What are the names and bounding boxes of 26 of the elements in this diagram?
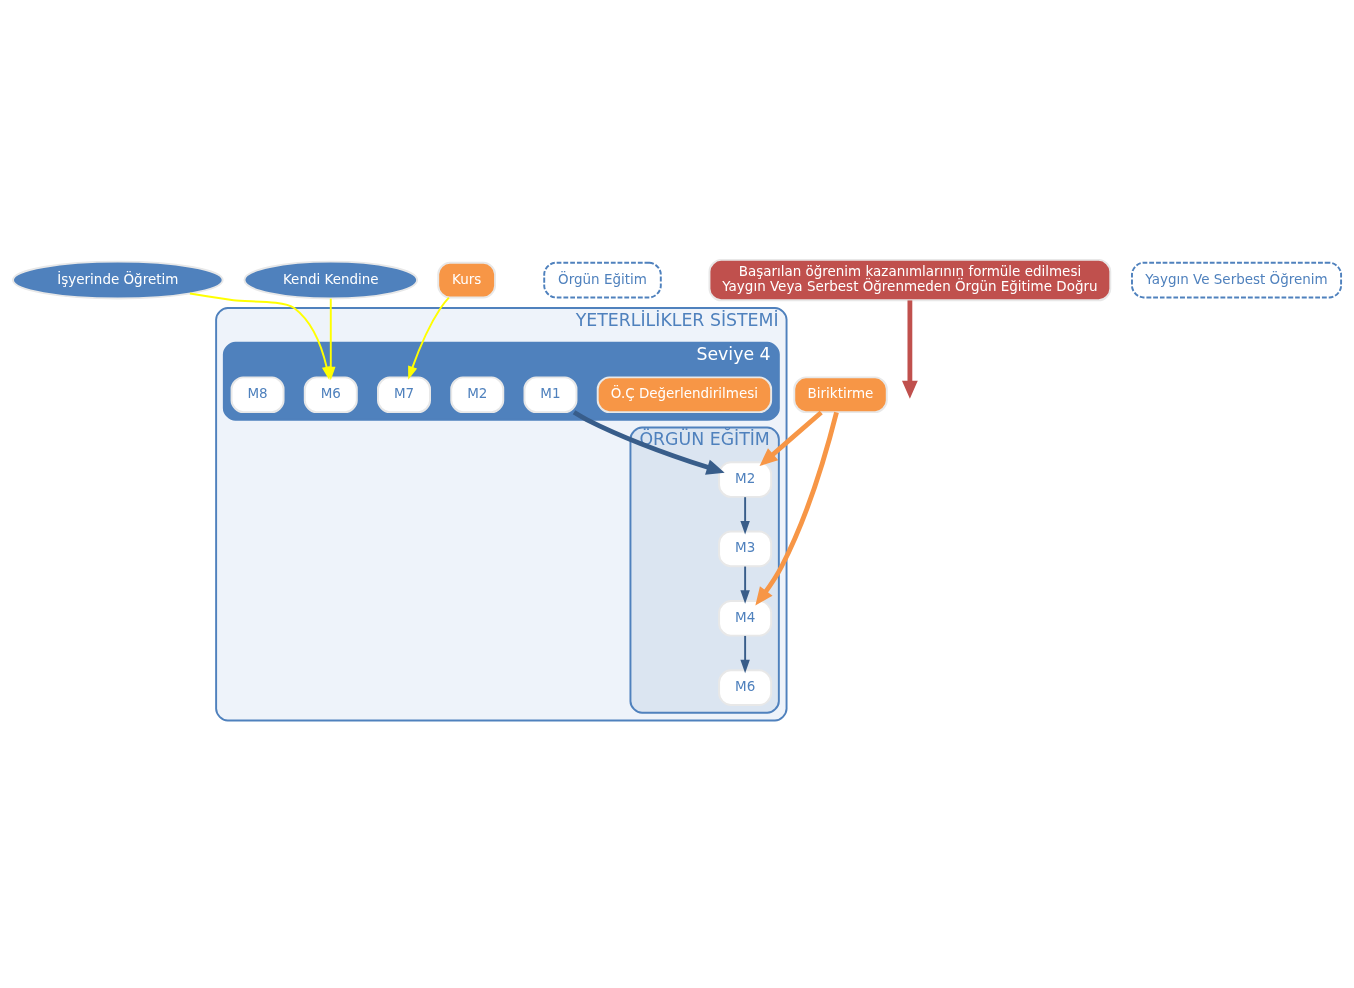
arrow: [755, 411, 839, 606]
node-box: Başarılan öğrenim kazanımlarının formüle edilmesi Yaygın Veya Serbest Öğrenmeden Örgün Eğitime Doğru: [708, 258, 1112, 302]
node-box: Ö.Ç Değerlendirilmesi: [596, 376, 773, 414]
node-ellipse: İşyerinde Öğretim: [12, 260, 224, 300]
node-box: M3: [718, 530, 773, 568]
node-box: M6: [303, 376, 358, 414]
node-box: Örgün Eğitim: [543, 261, 662, 299]
node-box: M2: [450, 376, 505, 414]
node-box: M2: [718, 461, 773, 498]
arrow: [740, 634, 750, 674]
arrow: [408, 296, 450, 380]
node-box: M4: [718, 600, 773, 637]
node-box: M1: [523, 376, 578, 414]
arrow: [902, 300, 918, 399]
node-box: Biriktirme: [793, 376, 888, 414]
node-ellipse: Kendi Kendine: [243, 260, 419, 300]
arrow: [740, 496, 750, 535]
node-box: Yaygın Ve Serbest Öğrenim: [1131, 261, 1343, 299]
node-box: Kurs: [437, 261, 497, 299]
node-box: M7: [377, 376, 431, 414]
arrow: [740, 565, 750, 604]
node-box: M6: [718, 669, 773, 706]
arrow: [326, 297, 336, 381]
arrow: [572, 410, 725, 475]
arrow: [759, 410, 823, 467]
node-box: M8: [230, 376, 285, 414]
